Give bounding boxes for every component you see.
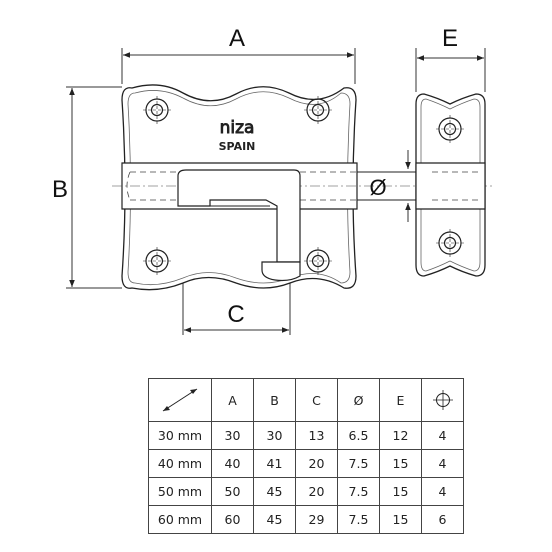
cell-c: 13 [295,421,338,450]
row-size: 30 mm [148,421,212,450]
cell-e: 15 [379,505,422,534]
cell-diameter: 6.5 [337,421,380,450]
cell-c: 29 [295,505,338,534]
header-diameter: Ø [337,378,380,422]
cell-b: 45 [253,505,296,534]
cell-a: 30 [211,421,254,450]
keeper-screw-hole-bottom [436,229,464,257]
row-size: 60 mm [148,505,212,534]
base-screw-hole-top-left [143,96,171,124]
base-screw-hole-bottom-right [304,247,332,275]
diameter-label: Ø [369,175,386,200]
dimension-b-label: B [52,176,68,203]
brand-logo: niza [220,118,255,138]
cell-e: 15 [379,477,422,506]
table-row: 40 mm 40 41 20 7.5 15 4 [148,449,464,478]
cell-screws: 4 [421,449,464,478]
header-b: B [253,378,296,422]
dimension-c-label: C [227,301,244,328]
header-e: E [379,378,422,422]
screw-count-icon [421,378,464,422]
cell-c: 20 [295,477,338,506]
dimension-b [66,86,122,289]
keeper-loop-hidden-lines [432,171,478,201]
table-row: 60 mm 60 45 29 7.5 15 6 [148,505,464,534]
cell-e: 12 [379,421,422,450]
brand-country: SPAIN [219,140,256,153]
header-a: A [211,378,254,422]
keeper-plate-inner-edge [420,98,481,272]
keeper-loop [415,162,486,210]
dimension-a [121,48,356,84]
dimension-e-label: E [442,25,458,52]
cell-diameter: 7.5 [337,449,380,478]
cell-diameter: 7.5 [337,505,380,534]
cell-diameter: 7.5 [337,477,380,506]
spec-table: A B C Ø E 30 mm 30 30 13 6.5 12 4 40 mm … [148,378,464,534]
header-c: C [295,378,338,422]
bolt-handle [177,169,301,263]
cell-a: 50 [211,477,254,506]
keeper-screw-hole-top [436,115,464,143]
row-size: 40 mm [148,449,212,478]
size-header-diagonal-icon [148,378,212,422]
cell-c: 20 [295,449,338,478]
cell-a: 60 [211,505,254,534]
cell-a: 40 [211,449,254,478]
cell-e: 15 [379,449,422,478]
cell-b: 30 [253,421,296,450]
table-row: 30 mm 30 30 13 6.5 12 4 [148,421,464,450]
cell-screws: 4 [421,421,464,450]
dimension-e [415,48,486,92]
bolt-base-plate-inner-edge [127,90,351,286]
cell-b: 45 [253,477,296,506]
cell-screws: 4 [421,477,464,506]
row-size: 50 mm [148,477,212,506]
base-screw-hole-bottom-left [143,247,171,275]
bolt-knob-cap [261,261,301,282]
spec-table-header-row: A B C Ø E [148,378,464,422]
cell-b: 41 [253,449,296,478]
table-row: 50 mm 50 45 20 7.5 15 4 [148,477,464,506]
cell-screws: 6 [421,505,464,534]
dimension-a-label: A [229,25,245,52]
base-screw-hole-top-right [304,96,332,124]
